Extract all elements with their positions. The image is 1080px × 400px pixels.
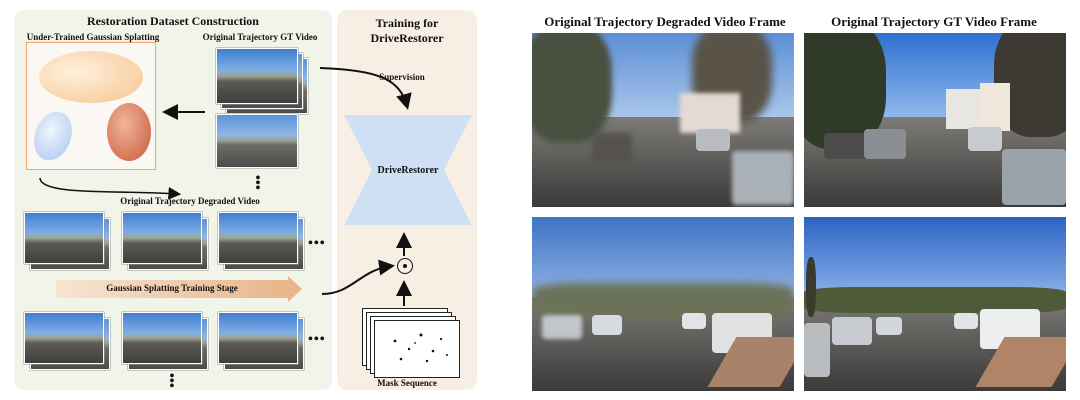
gaussian-splatting-box bbox=[26, 42, 156, 170]
gs-training-stage-arrow bbox=[56, 280, 288, 298]
gs-training-stage-arrow-tip bbox=[288, 276, 302, 302]
later-column-ellipsis: ••• bbox=[169, 369, 175, 394]
gaussian-blob-orange bbox=[39, 51, 143, 103]
training-title: Training for DriveRestorer bbox=[337, 16, 477, 46]
arrow-gs-to-degraded bbox=[39, 177, 182, 200]
mask-specks bbox=[393, 333, 448, 363]
degraded-frame-2 bbox=[532, 217, 794, 391]
degraded-frame bbox=[122, 212, 202, 264]
degraded-row-ellipsis: ••• bbox=[308, 236, 326, 251]
degraded-frame-column-title: Original Trajectory Degraded Video Frame bbox=[544, 14, 786, 29]
mask-frame bbox=[374, 320, 460, 378]
driverestorer-model bbox=[344, 115, 472, 225]
elementwise-product-operator bbox=[397, 258, 413, 274]
training-title-line2: DriveRestorer bbox=[370, 31, 444, 45]
gt-ellipsis: ••• bbox=[255, 171, 261, 196]
gt-frame-1 bbox=[804, 33, 1066, 207]
gaussian-blob-red bbox=[107, 103, 151, 161]
supervision-label: Supervision bbox=[379, 72, 425, 82]
gs-training-stage-label: Gaussian Splatting Training Stage bbox=[106, 283, 238, 293]
dataset-construction-title: Restoration Dataset Construction bbox=[87, 14, 259, 28]
degraded-frame bbox=[218, 212, 298, 264]
degraded-frame bbox=[24, 212, 104, 264]
arrow-degraded-to-operator bbox=[321, 259, 395, 295]
later-frame bbox=[24, 312, 104, 364]
gt-frame-column-title: Original Trajectory GT Video Frame bbox=[831, 14, 1037, 29]
gt-frame bbox=[216, 48, 298, 104]
later-frame bbox=[218, 312, 298, 364]
arrow-supervision bbox=[319, 67, 412, 110]
gs-label: Under-Trained Gaussian Splatting bbox=[26, 32, 160, 42]
gt-video-label: Original Trajectory GT Video bbox=[202, 32, 318, 42]
gt-frame-next bbox=[216, 114, 298, 168]
mask-sequence-label: Mask Sequence bbox=[377, 378, 437, 388]
degraded-video-label: Original Trajectory Degraded Video bbox=[120, 196, 260, 206]
degraded-frame-1 bbox=[532, 33, 794, 207]
gt-frame-2 bbox=[804, 217, 1066, 391]
later-row-ellipsis: ••• bbox=[308, 332, 326, 347]
driverestorer-label: DriveRestorer bbox=[377, 165, 439, 176]
later-frame bbox=[122, 312, 202, 364]
training-title-line1: Training for bbox=[375, 16, 439, 30]
